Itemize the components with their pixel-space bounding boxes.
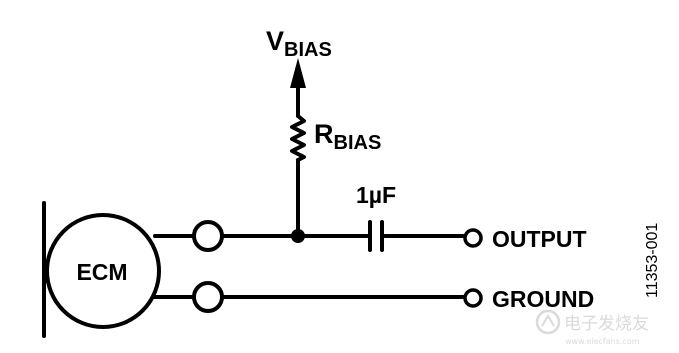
figure-id-label: 11353-001 — [644, 223, 661, 298]
ground-label: GROUND — [492, 286, 594, 312]
vbias-label: VBIAS — [266, 26, 332, 61]
ground-terminal — [463, 288, 483, 308]
output-terminal — [463, 228, 483, 248]
capacitor-icon — [368, 220, 384, 252]
rbias-resistor-icon — [290, 114, 306, 162]
output-label: OUTPUT — [492, 226, 587, 252]
ecm-capsule-icon — [45, 213, 161, 329]
ecm-ground-terminal — [192, 281, 224, 313]
capacitor-value-label: 1µF — [356, 182, 396, 208]
vbias-arrow-icon — [290, 58, 306, 88]
rbias-label-main: R — [314, 119, 334, 149]
vbias-label-subscript: BIAS — [284, 39, 332, 61]
watermark-logo-icon — [535, 309, 561, 335]
watermark-text: 电子发烧友 — [564, 314, 649, 334]
vbias-label-main: V — [266, 26, 284, 56]
ecm-label: ECM — [76, 259, 127, 285]
watermark: 电子发烧友 www.elecfans.com — [535, 309, 649, 346]
rbias-label-subscript: BIAS — [334, 132, 382, 154]
watermark-subtext: www.elecfans.com — [565, 337, 640, 346]
junction-dot — [291, 229, 305, 243]
rbias-label: RBIAS — [314, 119, 381, 154]
ecm-signal-terminal — [192, 220, 224, 252]
